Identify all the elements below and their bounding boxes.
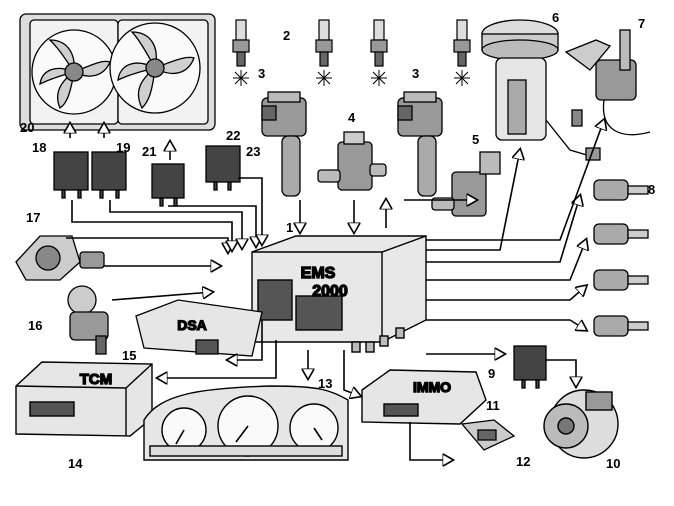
crankshaft-sensor	[67, 285, 109, 355]
spark-plug	[315, 19, 333, 67]
radiator-cooling-fans	[19, 13, 216, 131]
callout-1: 1	[286, 220, 293, 235]
immobiliser-module: IMMO	[361, 369, 487, 425]
callout-7: 7	[638, 16, 645, 31]
spark-burst-icon	[233, 70, 470, 86]
callout-19: 19	[116, 140, 130, 155]
callout-3b: 3	[412, 66, 419, 81]
callout-2: 2	[283, 28, 290, 43]
relay-21	[151, 163, 185, 207]
ignition-coil-left	[261, 91, 307, 197]
engine-control-module: EMS 2000	[251, 235, 427, 353]
callout-3a: 3	[258, 66, 265, 81]
solenoid-valve-5	[431, 151, 501, 217]
callout-10: 10	[606, 456, 620, 471]
signal-arrow-icon	[66, 120, 604, 460]
throttle-sensor	[564, 29, 651, 136]
idle-air-control-valve	[15, 235, 105, 281]
callout-14: 14	[68, 456, 83, 471]
callout-11: 11	[486, 398, 500, 413]
spark-plug	[370, 19, 388, 67]
callout-8: 8	[648, 182, 655, 197]
ignition-coil-right	[397, 91, 443, 197]
callout-12: 12	[516, 454, 530, 469]
fuel-injector	[593, 223, 649, 245]
callout-15: 15	[122, 348, 136, 363]
relay-18	[53, 151, 89, 199]
ems-label-line1: EMS	[301, 265, 336, 282]
fuel-injector	[593, 179, 649, 201]
fuel-injector	[593, 269, 649, 291]
callout-5: 5	[472, 132, 479, 147]
relay-19	[91, 151, 127, 199]
callout-22: 22	[226, 128, 240, 143]
callout-4: 4	[348, 110, 356, 125]
callout-23: 23	[246, 144, 260, 159]
tcm-label: TCM	[80, 371, 113, 388]
callout-16: 16	[28, 318, 42, 333]
transmission-control-module: TCM	[15, 361, 153, 437]
callout-9: 9	[488, 366, 495, 381]
dsa-module: DSA	[135, 299, 263, 357]
diagnostic-connector	[460, 419, 516, 451]
fuel-injector	[593, 315, 649, 337]
callout-21: 21	[142, 144, 156, 159]
relay-9	[513, 345, 547, 389]
callout-18: 18	[32, 140, 46, 155]
callout-20: 20	[20, 120, 34, 135]
spark-plug	[232, 19, 250, 67]
spark-plug	[453, 19, 471, 67]
ignition-coils	[261, 91, 443, 197]
immo-label: IMMO	[413, 379, 451, 395]
relays	[53, 145, 547, 389]
fan-blades-right	[117, 31, 195, 110]
callout-17: 17	[26, 210, 40, 225]
callout-13: 13	[318, 376, 332, 391]
relay-23	[205, 145, 241, 191]
spark-plugs	[232, 19, 471, 86]
dsa-label: DSA	[177, 317, 207, 333]
fuel-injectors	[593, 179, 649, 337]
solenoid-valve-4	[317, 131, 387, 191]
callouts: 1 2 3 3 4 5 6 7 8 9 10 11 12 13 14 15 16…	[20, 10, 655, 471]
ac-compressor	[543, 389, 619, 459]
ems-label-line2: 2000	[312, 283, 348, 300]
fuel-pump-module	[481, 19, 601, 161]
instrument-cluster	[143, 385, 349, 461]
callout-6: 6	[552, 10, 559, 25]
